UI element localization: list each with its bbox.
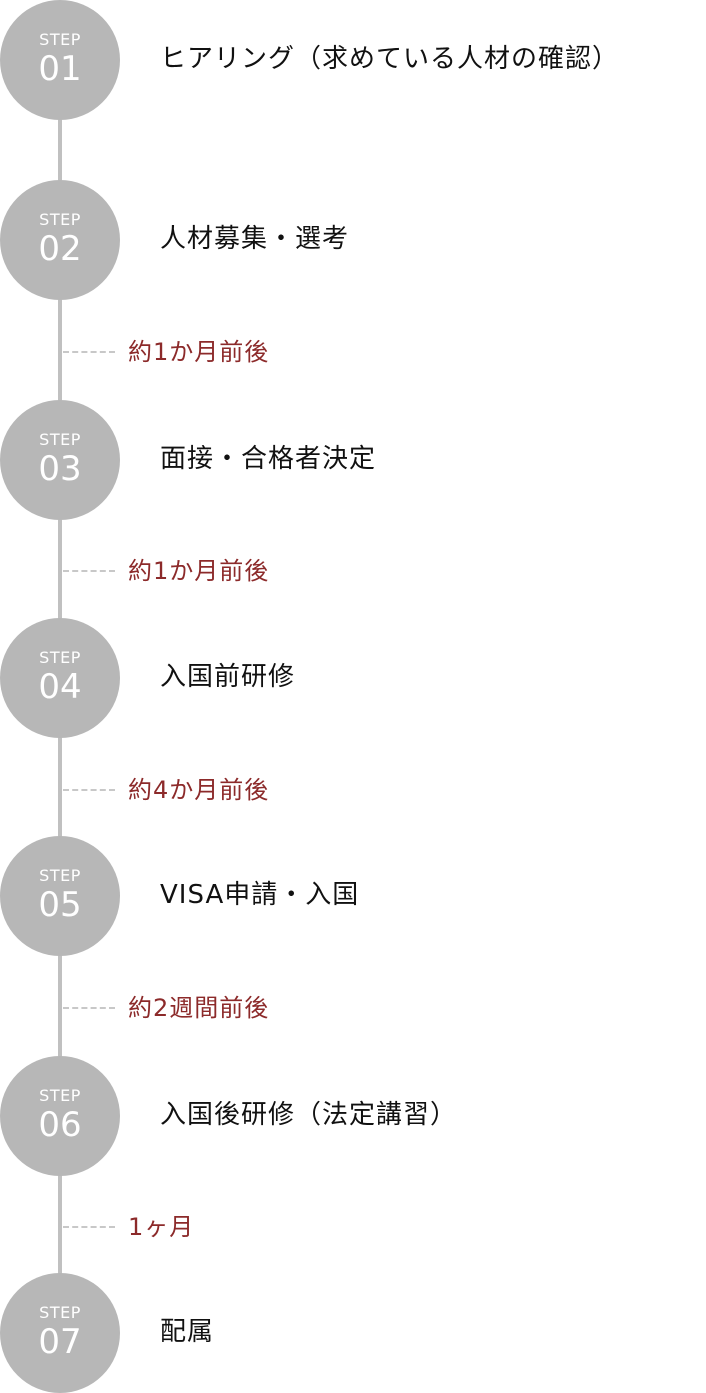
step-title: 入国前研修 — [160, 662, 296, 692]
dashed-connector — [63, 789, 115, 791]
dashed-connector — [63, 351, 115, 353]
step-item: STEP 02 人材募集・選考 — [0, 180, 706, 300]
step-label: STEP — [39, 30, 81, 49]
duration-item: 約1か月前後 — [0, 335, 706, 369]
step-title: 面接・合格者決定 — [160, 444, 377, 474]
connector-line — [58, 110, 62, 190]
duration-item: 1ヶ月 — [0, 1210, 706, 1244]
duration-label: 1ヶ月 — [128, 1213, 195, 1241]
duration-label: 約1か月前後 — [128, 338, 270, 366]
step-number: 02 — [38, 229, 82, 269]
dashed-connector — [63, 1007, 115, 1009]
step-label: STEP — [39, 648, 81, 667]
step-badge: STEP 03 — [0, 400, 120, 520]
connector-line — [58, 728, 62, 848]
duration-label: 約4か月前後 — [128, 776, 270, 804]
step-number: 06 — [38, 1105, 82, 1145]
step-label: STEP — [39, 1303, 81, 1322]
step-title: ヒアリング（求めている人材の確認） — [160, 44, 620, 74]
step-badge: STEP 06 — [0, 1056, 120, 1176]
step-title: 配属 — [160, 1317, 215, 1347]
step-badge: STEP 07 — [0, 1273, 120, 1393]
dashed-connector — [63, 1226, 115, 1228]
step-label: STEP — [39, 866, 81, 885]
step-number: 03 — [38, 449, 82, 489]
connector-line — [58, 290, 62, 410]
step-number: 01 — [38, 49, 82, 89]
step-badge: STEP 01 — [0, 0, 120, 120]
step-badge: STEP 04 — [0, 618, 120, 738]
step-title: 入国後研修（法定講習） — [160, 1100, 458, 1130]
step-number: 05 — [38, 885, 82, 925]
duration-label: 約1か月前後 — [128, 557, 270, 585]
connector-line — [58, 946, 62, 1066]
step-item: STEP 05 VISA申請・入国 — [0, 836, 706, 956]
dashed-connector — [63, 570, 115, 572]
step-number: 07 — [38, 1322, 82, 1362]
duration-item: 約4か月前後 — [0, 773, 706, 807]
step-item: STEP 04 入国前研修 — [0, 618, 706, 738]
step-item: STEP 01 ヒアリング（求めている人材の確認） — [0, 0, 706, 120]
step-title: 人材募集・選考 — [160, 224, 350, 254]
duration-item: 約2週間前後 — [0, 991, 706, 1025]
step-number: 04 — [38, 667, 82, 707]
step-label: STEP — [39, 430, 81, 449]
step-label: STEP — [39, 210, 81, 229]
duration-item: 約1か月前後 — [0, 554, 706, 588]
step-item: STEP 07 配属 — [0, 1273, 706, 1393]
connector-line — [58, 510, 62, 630]
step-label: STEP — [39, 1086, 81, 1105]
step-title: VISA申請・入国 — [160, 880, 360, 910]
step-item: STEP 03 面接・合格者決定 — [0, 400, 706, 520]
step-badge: STEP 02 — [0, 180, 120, 300]
connector-line — [58, 1166, 62, 1286]
step-badge: STEP 05 — [0, 836, 120, 956]
duration-label: 約2週間前後 — [128, 994, 270, 1022]
step-item: STEP 06 入国後研修（法定講習） — [0, 1056, 706, 1176]
